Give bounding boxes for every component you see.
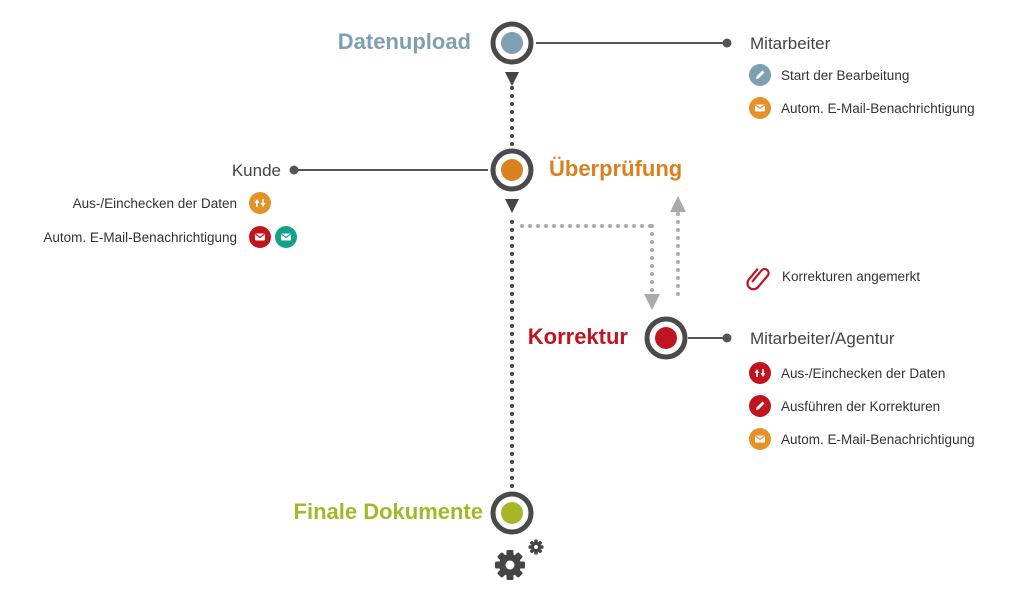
agentur-item-checkin: Aus-/Einchecken der Daten xyxy=(781,366,946,381)
loop-arrow-up xyxy=(670,196,686,212)
stage-label-finale: Finale Dokumente xyxy=(293,499,483,524)
node-finale xyxy=(490,491,534,535)
connector-dot-mitarbeiter xyxy=(722,38,732,48)
node-ueberpruefung xyxy=(490,148,534,192)
mitarbeiter-item-start: Start der Bearbeitung xyxy=(781,68,910,83)
mitarbeiter-item-mail: Autom. E-Mail-Benachrichtigung xyxy=(781,101,975,116)
up-down-arrows-icon xyxy=(749,362,771,384)
mail-icon xyxy=(249,226,271,248)
mail-icon xyxy=(275,226,297,248)
node-datenupload xyxy=(490,21,534,65)
pencil-icon xyxy=(749,64,771,86)
stage-label-ueberpruefung: Überprüfung xyxy=(549,156,683,181)
stage-label-datenupload: Datenupload xyxy=(337,29,471,54)
loop-arrow-down xyxy=(644,294,660,310)
kunde-item-checkin: Aus-/Einchecken der Daten xyxy=(72,196,237,211)
mail-icon xyxy=(749,428,771,450)
korrekturen-note: Korrekturen angemerkt xyxy=(782,269,921,284)
spine-arrow-2 xyxy=(505,199,519,213)
node-korrektur xyxy=(644,316,688,360)
spine-arrow-1 xyxy=(505,72,519,86)
kunde-item-mail: Autom. E-Mail-Benachrichtigung xyxy=(43,230,237,245)
up-down-arrows-icon xyxy=(249,192,271,214)
pencil-icon xyxy=(749,395,771,417)
role-mitarbeiter: Mitarbeiter xyxy=(750,34,831,53)
role-agentur: Mitarbeiter/Agentur xyxy=(750,329,895,348)
gears-icon xyxy=(495,539,544,580)
connector-dot-agentur xyxy=(722,333,732,343)
connector-dot-kunde xyxy=(289,165,299,175)
role-kunde: Kunde xyxy=(231,161,281,180)
paperclip-icon xyxy=(746,267,770,291)
agentur-item-korrekturen: Ausführen der Korrekturen xyxy=(781,399,941,414)
mail-icon xyxy=(749,97,771,119)
stage-label-korrektur: Korrektur xyxy=(527,324,628,349)
agentur-item-mail: Autom. E-Mail-Benachrichtigung xyxy=(781,432,975,447)
